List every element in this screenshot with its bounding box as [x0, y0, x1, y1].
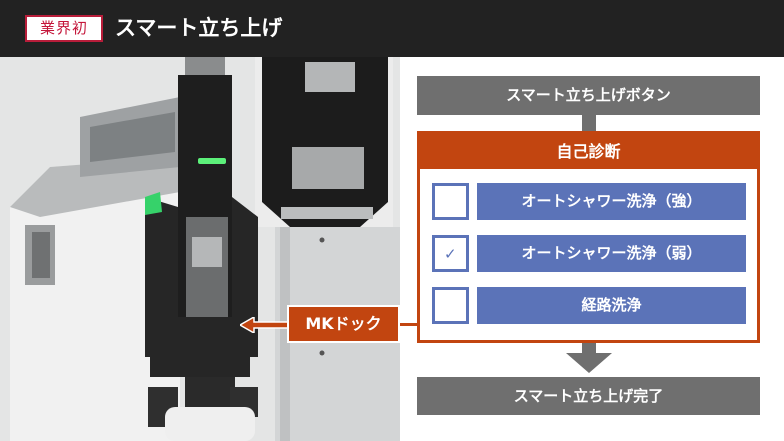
self-diagnosis-title: 自己診断: [420, 134, 757, 169]
header-bar: 業界初 スマート立ち上げ: [0, 0, 784, 57]
controller-top: [10, 157, 180, 217]
first-in-industry-badge: 業界初: [25, 15, 103, 42]
column-edge: [280, 227, 290, 441]
option-label-path: 経路洗浄: [477, 287, 746, 324]
option-checkbox-strong[interactable]: [432, 183, 469, 220]
dock-led: [145, 192, 162, 215]
flow-connector: [582, 115, 596, 131]
dock-base: [150, 357, 250, 377]
self-diagnosis-box: 自己診断 オートシャワー洗浄（強） ✓ オートシャワー洗浄（弱） 経路洗浄: [417, 131, 760, 343]
option-label-strong: オートシャワー洗浄（強）: [477, 183, 746, 220]
bottle-cap: [185, 377, 235, 407]
head-fitting: [185, 57, 225, 77]
controller-handle-inner: [32, 232, 50, 278]
ink-bottle: [165, 407, 255, 441]
option-checkbox-path[interactable]: [432, 287, 469, 324]
inset-bracket: [292, 147, 364, 189]
arrow-down-icon: [566, 343, 612, 373]
option-checkbox-weak[interactable]: ✓: [432, 235, 469, 272]
product-photo: KEYENCE: [0, 57, 400, 441]
check-icon: ✓: [444, 245, 457, 263]
column-screw: [319, 237, 325, 243]
callout-connector: [400, 323, 420, 326]
diagnosis-option-row: オートシャワー洗浄（強）: [432, 183, 748, 220]
column-screw: [319, 350, 325, 356]
printer-illustration: KEYENCE: [0, 57, 400, 441]
smart-start-button-step: スマート立ち上げボタン: [417, 76, 760, 115]
page-title: スマート立ち上げ: [115, 16, 283, 40]
mk-dock-callout: MKドック: [287, 305, 400, 343]
status-led: [198, 158, 226, 164]
smart-start-complete-step: スマート立ち上げ完了: [417, 377, 760, 415]
diagnosis-option-row: 経路洗浄: [432, 287, 748, 324]
nozzle-part: [192, 237, 222, 267]
inset-plate: [281, 207, 373, 219]
mk-dock: [145, 197, 258, 357]
option-label-weak: オートシャワー洗浄（弱）: [477, 235, 746, 272]
callout-arrow-icon: [240, 317, 290, 333]
inset-clip: [305, 62, 355, 92]
diagnosis-option-row: ✓ オートシャワー洗浄（弱）: [432, 235, 748, 272]
panel-screen: [90, 112, 175, 162]
